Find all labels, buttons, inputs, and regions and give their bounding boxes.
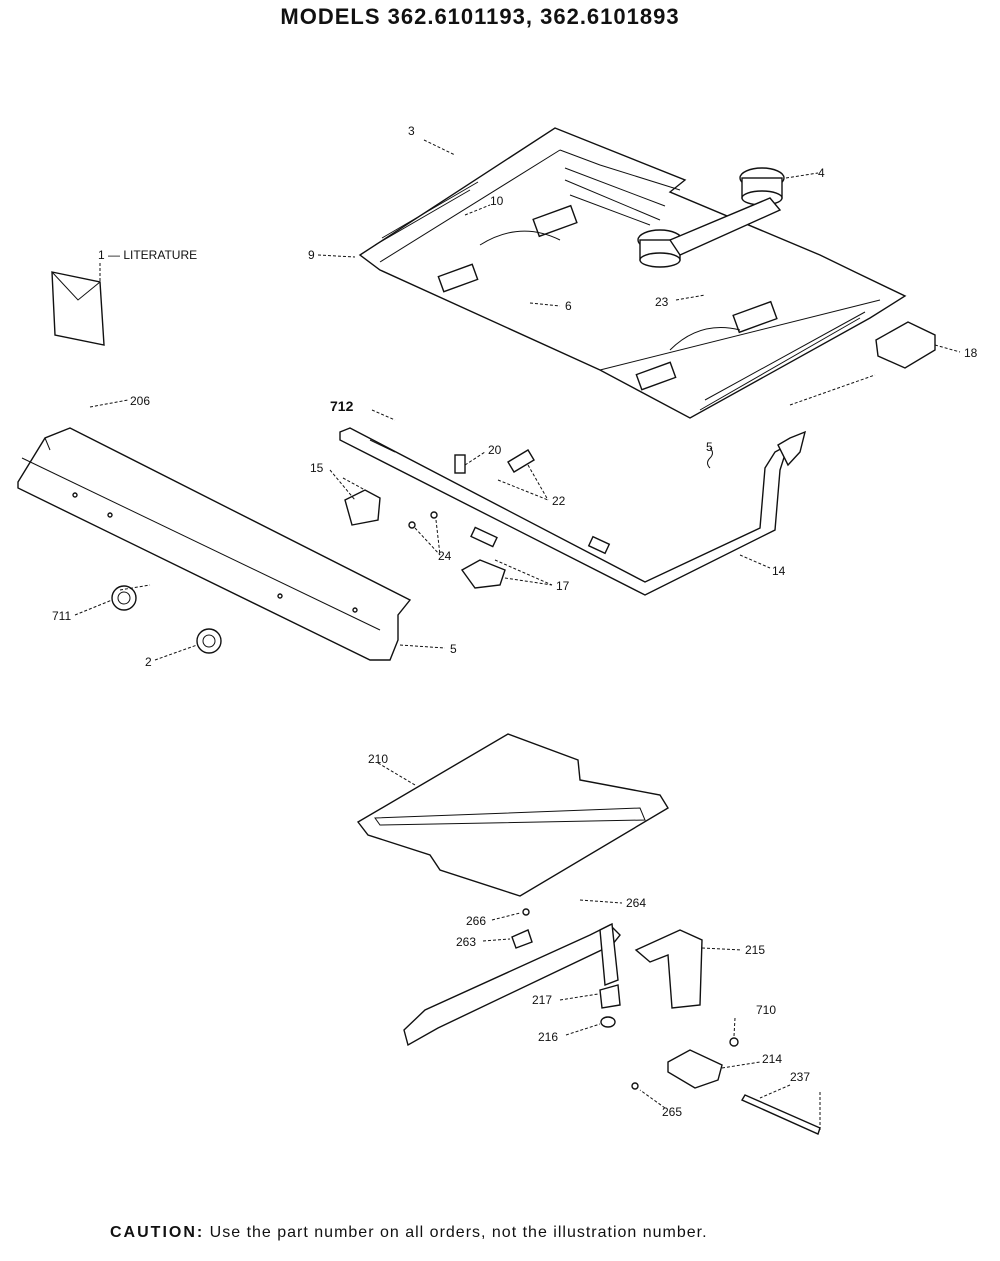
callout-711: 711: [52, 609, 71, 623]
callout-210: 210: [368, 752, 388, 766]
callout-6: 6: [565, 299, 572, 313]
callout-217: 217: [532, 993, 552, 1007]
page-title: MODELS 362.6101193, 362.6101893: [280, 4, 680, 29]
callout-712: 712: [330, 398, 354, 414]
part-263: [511, 929, 533, 949]
tube-237: [740, 1094, 821, 1135]
caution-lead: CAUTION:: [110, 1224, 205, 1241]
knob-2: [196, 628, 222, 654]
callout-22: 22: [552, 494, 566, 508]
burner-manifold-bar: [668, 197, 782, 256]
callout-15: 15: [310, 461, 324, 475]
callout-24: 24: [438, 549, 452, 563]
valve-15: [344, 489, 381, 526]
bracket-17: [460, 559, 506, 589]
callout-1: 1 — LITERATURE: [98, 248, 197, 262]
callout-labels: 1 — LITERATURE 3 4 9 10 6 23 18 206 712 …: [52, 124, 978, 1119]
callout-9: 9: [308, 248, 315, 262]
surface-burner-right: [739, 167, 785, 206]
callout-14: 14: [772, 564, 786, 578]
part-217: [599, 984, 621, 1009]
broiler-burner-pipe: [403, 922, 621, 1047]
callout-206: 206: [130, 394, 150, 408]
knob-711: [111, 585, 137, 611]
callout-2: 2: [145, 655, 152, 669]
callout-265: 265: [662, 1105, 682, 1119]
callout-237: 237: [790, 1070, 810, 1084]
callout-215: 215: [745, 943, 765, 957]
callout-18: 18: [964, 346, 978, 360]
callout-20: 20: [488, 443, 502, 457]
callout-5a: 5: [706, 440, 713, 454]
orifice-20: [454, 454, 466, 474]
manifold-pipe: [339, 427, 807, 596]
literature-envelope: [51, 271, 105, 346]
callout-263: 263: [456, 935, 476, 949]
callout-5b: 5: [450, 642, 457, 656]
screw-24b: [430, 511, 438, 519]
callout-264: 264: [626, 896, 646, 910]
burner-box-assembly: [358, 127, 907, 419]
callout-266: 266: [466, 914, 486, 928]
nut-216: [600, 1016, 616, 1028]
caution-note: CAUTION: Use the part number on all orde…: [110, 1224, 708, 1242]
part-266: [522, 908, 530, 916]
callout-214: 214: [762, 1052, 782, 1066]
valve-214: [667, 1049, 723, 1089]
screw-24a: [408, 521, 416, 529]
surface-burner-left: [637, 229, 683, 268]
bracket-215: [634, 929, 703, 1009]
hood-22: [507, 449, 535, 473]
bracket-18: [875, 321, 936, 369]
control-panel: [17, 427, 412, 661]
caution-text: Use the part number on all orders, not t…: [209, 1224, 708, 1241]
callout-17: 17: [556, 579, 570, 593]
callout-3: 3: [408, 124, 415, 138]
callout-4: 4: [818, 166, 825, 180]
leader-lines: [74, 139, 961, 1130]
part-710: [729, 1037, 739, 1047]
clip-17b: [470, 526, 498, 548]
broiler-shield-210: [356, 733, 669, 897]
screw-265: [631, 1082, 639, 1090]
callout-23: 23: [655, 295, 669, 309]
callout-216: 216: [538, 1030, 558, 1044]
callout-10: 10: [490, 194, 504, 208]
spring-5: [707, 447, 713, 469]
callout-710: 710: [756, 1003, 776, 1017]
